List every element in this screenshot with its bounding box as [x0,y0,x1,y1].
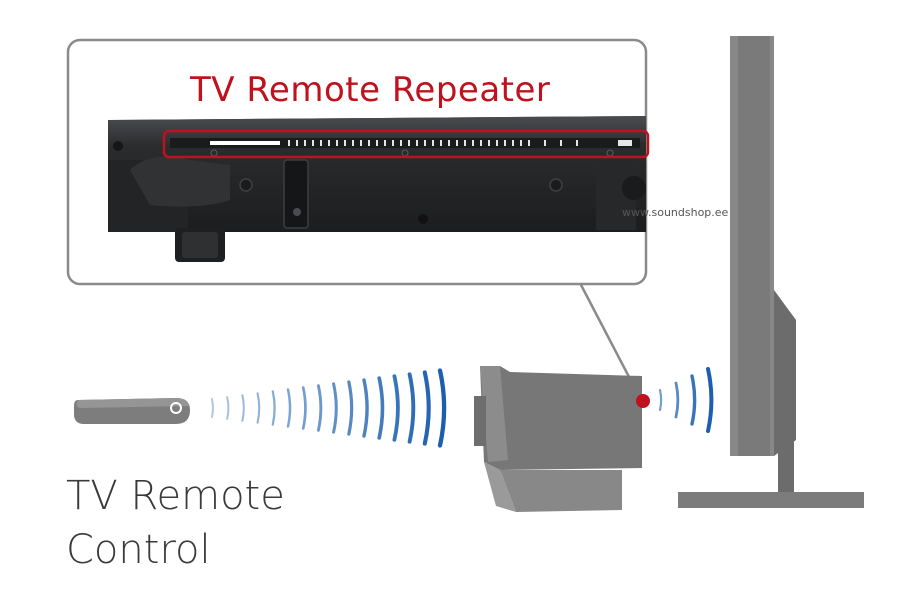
callout-box: TV Remote Repeater [66,38,650,286]
signal-arc [706,367,714,433]
soundbar-icon [474,366,642,512]
repeater-vents [288,140,632,146]
watermark: www.soundshop.ee [622,206,729,219]
repeater-photo [108,116,650,262]
signal-arc [271,390,276,426]
signal-arc [347,380,354,436]
tv-icon [678,36,864,508]
signal-arc [211,398,214,418]
signal-arc [316,384,323,432]
remote-label-line1: TV Remote [66,473,285,519]
signal-arc [256,392,261,424]
signal-arc [241,394,245,422]
signal-arc [690,374,697,426]
signal-arc [377,376,385,440]
repeater-highlight [162,129,650,159]
signal-arc [301,386,307,430]
remote-label: TV Remote Control [66,473,285,573]
signal-arc [286,388,292,428]
signal-arc [332,382,338,434]
signal-arc [674,381,680,419]
ir-sensor-icon [636,394,650,408]
repeater-signal-waves [658,367,714,433]
remote-label-line2: Control [66,527,211,573]
remote-signal-waves [211,368,447,448]
remote-control-icon [74,398,190,424]
callout-title: TV Remote Repeater [189,70,550,110]
signal-arc [226,396,230,420]
signal-arc [407,372,416,444]
signal-arc [422,370,431,446]
signal-arc [392,374,400,442]
signal-arc [362,378,369,438]
signal-arc [658,388,663,412]
signal-arc [437,368,447,448]
